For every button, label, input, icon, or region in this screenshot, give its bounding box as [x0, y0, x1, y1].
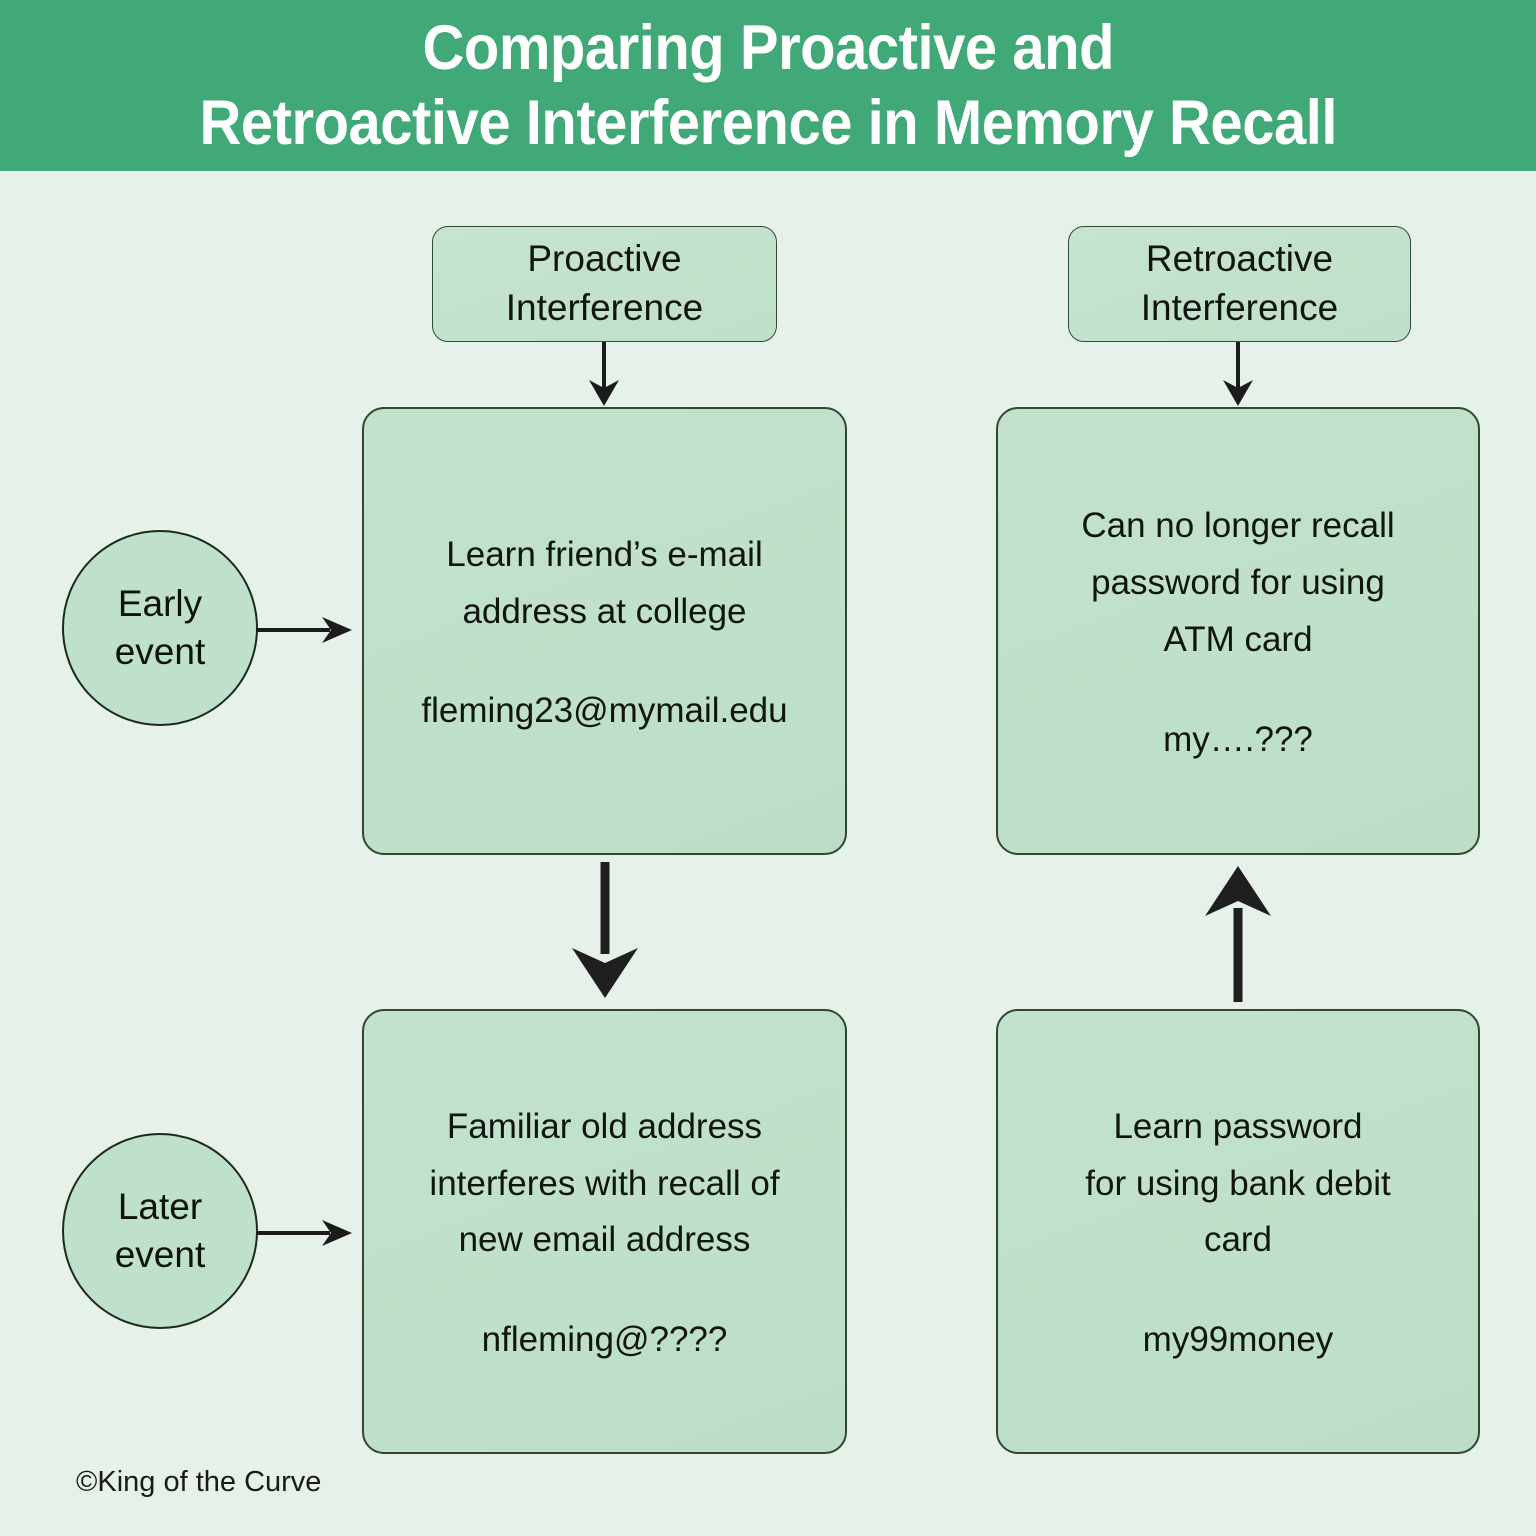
retroactive-early-event-box[interactable]: Can no longer recall password for using …	[996, 407, 1480, 855]
proactive-later-example: nfleming@????	[481, 1320, 728, 1360]
arrow-up-thick-icon-retroactive	[1205, 866, 1271, 1002]
proactive-interference-header-box[interactable]: Proactive Interference	[432, 226, 777, 342]
later-event-label: Later event	[114, 1185, 206, 1275]
retroactive-early-example: my….???	[1163, 719, 1313, 759]
early-event-label: Early event	[114, 582, 206, 672]
proactive-later-statement: Familiar old address interferes with rec…	[429, 1106, 780, 1260]
proactive-early-example: fleming23@mymail.edu	[421, 691, 788, 731]
proactive-early-event-box[interactable]: Learn friend’s e-mail address at college…	[362, 407, 847, 855]
proactive-early-statement: Learn friend’s e-mail address at college	[446, 534, 763, 631]
proactive-header-label: Proactive Interference	[505, 238, 704, 328]
retroactive-later-example: my99money	[1142, 1320, 1334, 1360]
later-event-circle[interactable]: Later event	[62, 1133, 258, 1329]
arrow-right-icon-early-event	[256, 617, 352, 643]
header-banner: Comparing Proactive and Retroactive Inte…	[0, 0, 1536, 171]
retroactive-interference-header-box[interactable]: Retroactive Interference	[1068, 226, 1411, 342]
retroactive-header-label: Retroactive Interference	[1140, 238, 1339, 328]
retroactive-later-event-box[interactable]: Learn password for using bank debit card…	[996, 1009, 1480, 1454]
retroactive-later-statement: Learn password for using bank debit card	[1085, 1106, 1391, 1260]
page-title: Comparing Proactive and Retroactive Inte…	[199, 13, 1337, 158]
arrow-down-icon-proactive-header	[589, 342, 619, 406]
arrow-right-icon-later-event	[256, 1220, 352, 1246]
early-event-circle[interactable]: Early event	[62, 530, 258, 726]
arrow-down-icon-retroactive-header	[1223, 342, 1253, 406]
retroactive-early-statement: Can no longer recall password for using …	[1081, 506, 1395, 659]
copyright-credit: ©King of the Curve	[76, 1466, 322, 1498]
proactive-later-event-box[interactable]: Familiar old address interferes with rec…	[362, 1009, 847, 1454]
arrow-down-thick-icon-proactive	[572, 862, 638, 998]
